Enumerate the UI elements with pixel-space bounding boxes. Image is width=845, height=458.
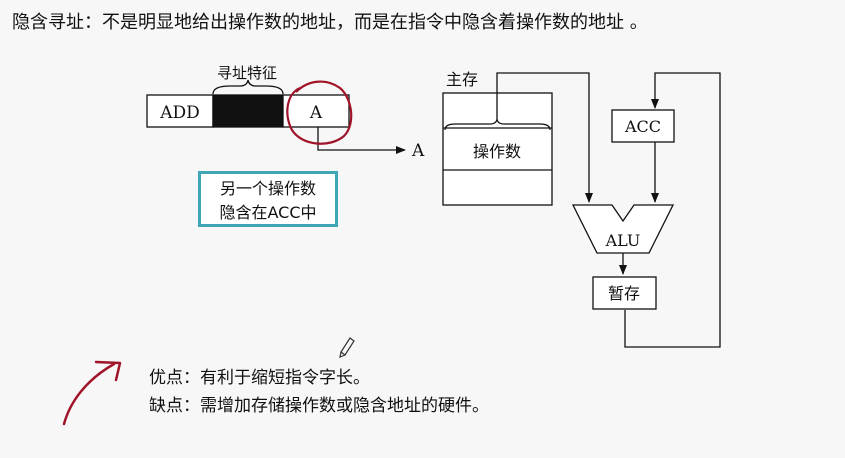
memory-to-alu-path (496, 72, 593, 203)
opcode-field (146, 94, 214, 128)
note-line-1: 另一个操作数 (219, 179, 316, 198)
instruction-format: 寻址特征 ADD A A (146, 64, 425, 161)
red-arrow-annotation (62, 360, 122, 426)
addressing-brace (212, 79, 284, 95)
page-title: 隐含寻址：不是明显地给出操作数的地址，而是在指令中隐含着操作数的地址 。 (12, 12, 648, 33)
alu-unit (571, 204, 675, 254)
addressing-mode-field (212, 94, 284, 128)
acc-note-box: 另一个操作数 隐含在ACC中 (198, 171, 338, 227)
address-label: A (309, 103, 323, 123)
temp-label: 暂存 (608, 284, 640, 303)
acc-register (611, 109, 675, 143)
arrow-target-label: A (411, 141, 425, 161)
brace-label: 寻址特征 (217, 64, 277, 82)
address-arrow (317, 127, 406, 154)
pros-cons: 优点：有利于缩短指令字长。 缺点：需增加存储操作数或隐含地址的硬件。 (149, 364, 489, 420)
alu-label: ALU (605, 231, 641, 250)
memory-label: 主存 (446, 70, 478, 89)
temp-register (592, 276, 657, 310)
disadvantage-text: 缺点：需增加存储操作数或隐含地址的硬件。 (149, 396, 489, 416)
pencil-icon (339, 337, 355, 358)
note-line-2: 隐含在ACC中 (219, 203, 317, 222)
operand-label: 操作数 (473, 142, 521, 161)
address-field (282, 94, 350, 128)
acc-label: ACC (624, 117, 661, 136)
opcode-label: ADD (159, 103, 200, 123)
temp-to-acc-path (624, 72, 721, 348)
advantage-text: 优点：有利于缩短指令字长。 (149, 368, 370, 388)
red-circle-annotation (286, 80, 353, 145)
